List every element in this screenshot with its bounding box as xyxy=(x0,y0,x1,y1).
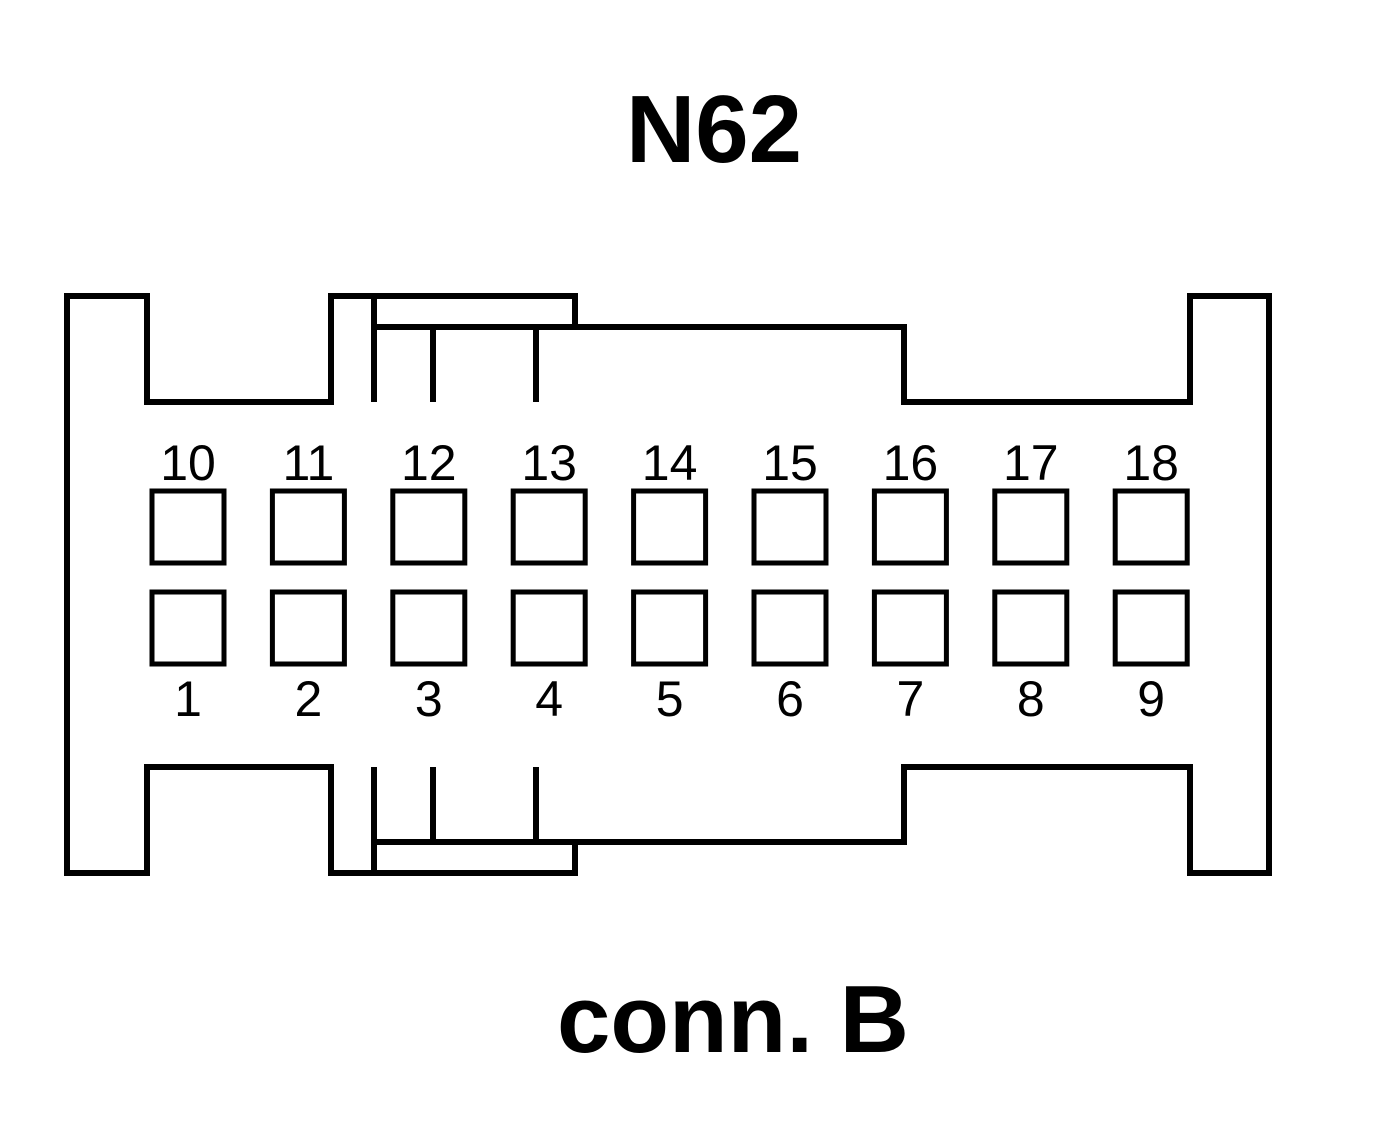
pin-7 xyxy=(871,589,949,667)
pin-label-1: 1 xyxy=(174,671,202,727)
pin-label-12: 12 xyxy=(401,435,457,491)
pin-label-5: 5 xyxy=(656,671,684,727)
connector-title: N62 xyxy=(626,76,802,183)
connector-housing xyxy=(64,293,1272,876)
pin-label-13: 13 xyxy=(521,435,577,491)
pin-label-6: 6 xyxy=(776,671,804,727)
pin-label-11: 11 xyxy=(282,435,334,491)
pin-13 xyxy=(510,488,588,566)
pins-top-row: 10 11 12 13 14 15 16 17 18 xyxy=(149,435,1190,566)
pin-label-9: 9 xyxy=(1137,671,1165,727)
pin-label-8: 8 xyxy=(1017,671,1045,727)
pin-11 xyxy=(269,488,347,566)
pin-label-4: 4 xyxy=(535,671,563,727)
pin-label-15: 15 xyxy=(762,435,818,491)
pin-label-18: 18 xyxy=(1123,435,1179,491)
housing-outline xyxy=(64,293,1272,876)
pin-2 xyxy=(269,589,347,667)
pin-label-17: 17 xyxy=(1003,435,1059,491)
pin-3 xyxy=(390,589,468,667)
connector-subtitle: conn. B xyxy=(557,966,909,1073)
pin-label-3: 3 xyxy=(415,671,443,727)
pin-5 xyxy=(631,589,709,667)
pin-label-7: 7 xyxy=(896,671,924,727)
pin-label-16: 16 xyxy=(883,435,939,491)
pin-8 xyxy=(992,589,1070,667)
bottom-latch xyxy=(371,767,575,873)
pins-bottom-row: 1 2 3 4 5 6 7 8 9 xyxy=(149,589,1190,727)
pin-label-10: 10 xyxy=(160,435,216,491)
pin-label-2: 2 xyxy=(294,671,322,727)
pin-15 xyxy=(751,488,829,566)
pin-14 xyxy=(631,488,709,566)
pin-17 xyxy=(992,488,1070,566)
pin-1 xyxy=(149,589,227,667)
pin-10 xyxy=(149,488,227,566)
pin-6 xyxy=(751,589,829,667)
pin-18 xyxy=(1112,488,1190,566)
pin-label-14: 14 xyxy=(642,435,698,491)
pin-4 xyxy=(510,589,588,667)
top-latch xyxy=(371,296,575,402)
pin-9 xyxy=(1112,589,1190,667)
pin-16 xyxy=(871,488,949,566)
pin-12 xyxy=(390,488,468,566)
